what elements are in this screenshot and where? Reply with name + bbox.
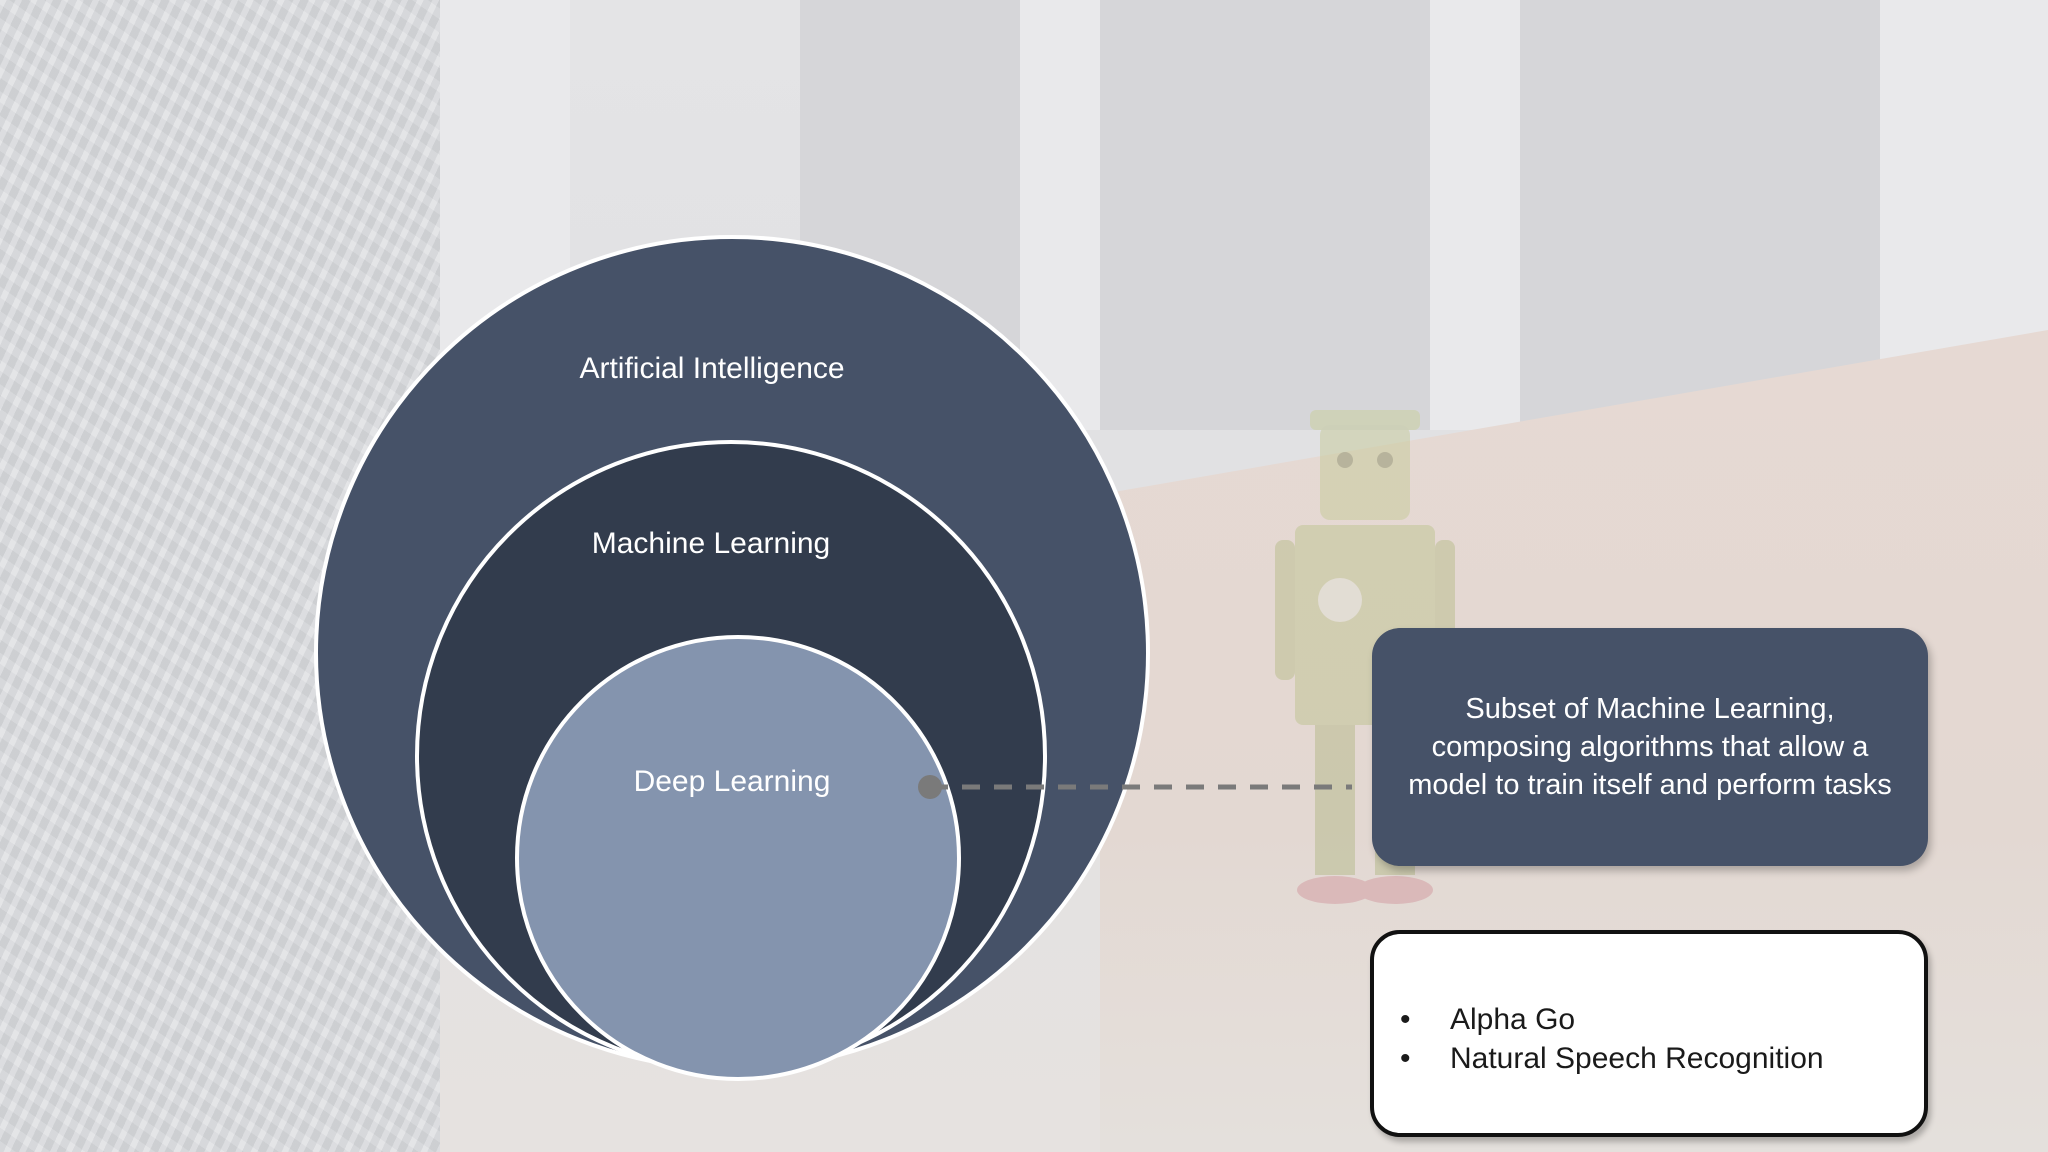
example-speech-recognition: Natural Speech Recognition bbox=[1450, 1042, 1824, 1075]
background-panel bbox=[1520, 0, 1880, 430]
background-beam bbox=[1020, 0, 1100, 430]
list-item: • Alpha Go bbox=[1400, 1000, 1824, 1039]
callout-text: Subset of Machine Learning, composing al… bbox=[1408, 693, 1892, 801]
ml-label: Machine Learning bbox=[592, 527, 831, 560]
background-beam bbox=[1430, 0, 1520, 430]
dl-label: Deep Learning bbox=[634, 765, 831, 798]
list-item: • Natural Speech Recognition bbox=[1400, 1039, 1824, 1078]
ai-label: Artificial Intelligence bbox=[579, 352, 844, 385]
bullet-icon: • bbox=[1400, 1003, 1411, 1036]
examples-box: • Alpha Go • Natural Speech Recognition bbox=[1370, 930, 1928, 1137]
callout-connector-dot bbox=[918, 775, 942, 799]
bullet-icon: • bbox=[1400, 1042, 1411, 1075]
examples-list: • Alpha Go • Natural Speech Recognition bbox=[1400, 1000, 1824, 1078]
dl-circle bbox=[515, 635, 961, 1081]
deep-learning-definition-callout: Subset of Machine Learning, composing al… bbox=[1372, 628, 1928, 866]
example-alpha-go: Alpha Go bbox=[1450, 1003, 1576, 1036]
background-panel bbox=[1100, 0, 1430, 430]
